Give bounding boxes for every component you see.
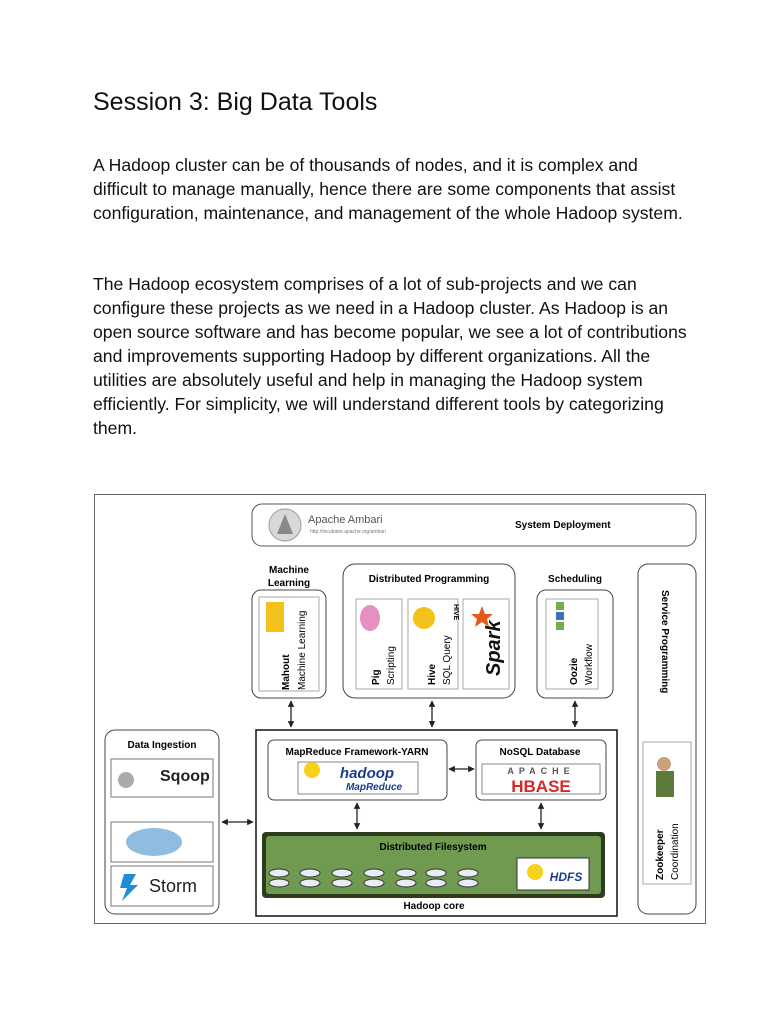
ambari-name: Apache Ambari <box>308 514 383 526</box>
fs-title: Distributed Filesystem <box>379 842 486 853</box>
mahout-desc: Machine Learning <box>297 611 308 691</box>
sqoop-label: Sqoop <box>160 768 210 785</box>
oozie-desc: Workflow <box>584 643 595 685</box>
storage-disks <box>268 868 479 888</box>
spark-logo-text: Spark <box>483 620 505 676</box>
pig-tool: Pig <box>371 669 382 685</box>
zookeeper-figure <box>656 771 674 797</box>
hadoop-core-group: MapReduce Framework-YARN hadoop MapReduc… <box>255 729 618 917</box>
hive-desc: SQL Query <box>442 635 453 685</box>
zookeeper-logo-icon <box>657 757 671 771</box>
hadoop-ecosystem-diagram: Apache Ambari http://incubator.apache.or… <box>94 494 706 924</box>
mapreduce-logo-top: hadoop <box>340 765 394 782</box>
intro-paragraph: A Hadoop cluster can be of thousands of … <box>93 155 683 223</box>
ingest-title: Data Ingestion <box>128 740 197 751</box>
hdfs-label: HDFS <box>550 870 583 884</box>
mapreduce-logo-bottom: MapReduce <box>346 782 403 793</box>
service-title: Service Programming <box>659 590 670 693</box>
system-deployment-label: System Deployment <box>515 520 611 531</box>
hbase-logo-bottom: HBASE <box>511 777 571 796</box>
mahout-logo-icon <box>266 602 284 632</box>
ambari-logo-icon <box>277 514 293 534</box>
hdfs-elephant-icon <box>527 864 543 880</box>
hadoop-core-label: Hadoop core <box>403 901 465 912</box>
hive-logo-text: HIVE <box>452 604 459 621</box>
pig-logo-icon <box>360 605 380 631</box>
oozie-tool: Oozie <box>569 657 580 685</box>
service-programming-group: Service Programming Zookeeper Coordinati… <box>637 563 697 915</box>
spark-star-icon <box>471 606 493 627</box>
connector-arrows <box>221 700 579 830</box>
ambari-url: http://incubator.apache.org/ambari <box>310 529 386 535</box>
flume-logo-icon <box>126 828 182 856</box>
nosql-title: NoSQL Database <box>500 747 581 758</box>
distributed-programming-group: Distributed Programming Pig Scripting HI… <box>342 563 516 699</box>
scheduling-group: Scheduling Oozie Workflow <box>536 574 614 699</box>
ml-title-line2: Learning <box>268 578 310 589</box>
machine-learning-group: Machine Learning Mahout Machine Learning <box>251 565 327 699</box>
ambari-box: Apache Ambari http://incubator.apache.or… <box>251 503 697 547</box>
ecosystem-paragraph: The Hadoop ecosystem comprises of a lot … <box>93 274 687 438</box>
hive-tool: Hive <box>427 663 438 685</box>
hadoop-elephant-icon <box>304 762 320 778</box>
data-ingestion-group: Data Ingestion Sqoop Storm <box>104 729 220 915</box>
page-title: Session 3: Big Data Tools <box>93 88 378 116</box>
hive-logo-icon <box>413 607 435 629</box>
zookeeper-desc: Coordination <box>670 823 681 880</box>
oozie-logo-icon <box>556 602 564 610</box>
ml-title-line1: Machine <box>269 565 309 576</box>
storm-bolt-icon <box>120 874 138 901</box>
dp-title: Distributed Programming <box>369 574 490 585</box>
pig-desc: Scripting <box>386 646 397 685</box>
hbase-logo-top: APACHE <box>507 766 574 776</box>
oozie-logo-block <box>556 622 564 630</box>
zookeeper-tool: Zookeeper <box>655 829 666 880</box>
mapreduce-title: MapReduce Framework-YARN <box>285 747 428 758</box>
sched-title: Scheduling <box>548 574 602 585</box>
mahout-tool: Mahout <box>281 654 292 690</box>
oozie-logo-block <box>556 612 564 620</box>
sqoop-logo-icon <box>118 772 134 788</box>
storm-label: Storm <box>149 876 197 896</box>
